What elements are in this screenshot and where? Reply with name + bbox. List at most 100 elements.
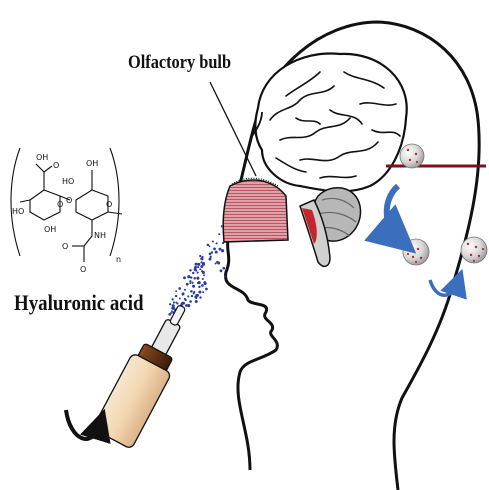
- atom-o-link: O: [66, 196, 72, 205]
- nanoparticle-icon: [400, 144, 424, 168]
- spray-cloud: [168, 225, 226, 316]
- nasal-spray-icon: [92, 296, 201, 449]
- spray-droplet: [189, 269, 191, 271]
- spray-droplet: [191, 295, 193, 297]
- spray-droplet: [215, 263, 217, 265]
- spray-droplet: [182, 292, 185, 295]
- olfactory-bulb-label: Olfactory bulb: [128, 52, 231, 74]
- spray-droplet: [202, 271, 205, 274]
- spray-droplet: [195, 294, 197, 296]
- spray-droplet: [193, 292, 195, 294]
- spray-droplet: [222, 267, 225, 270]
- atom-o-end: O: [80, 265, 86, 274]
- spray-droplet: [202, 278, 204, 280]
- spray-droplet: [183, 276, 186, 279]
- spray-droplet: [191, 282, 193, 284]
- blue-arrow-down-icon: [387, 186, 398, 238]
- spray-droplet: [190, 290, 193, 293]
- atom-oh-top-right: OH: [86, 159, 98, 168]
- spray-droplet: [196, 277, 199, 280]
- spray-droplet: [202, 256, 204, 258]
- spray-droplet: [192, 272, 194, 274]
- spray-droplet: [185, 304, 188, 307]
- spray-droplet: [194, 266, 197, 269]
- spray-droplet: [193, 277, 196, 280]
- spray-droplet: [209, 258, 212, 261]
- spray-droplet: [198, 290, 201, 293]
- atom-o-ring1: O: [57, 200, 63, 209]
- spray-droplet: [197, 266, 199, 268]
- atom-oh-bottom: OH: [44, 225, 56, 234]
- spray-droplet: [192, 285, 195, 288]
- spray-droplet: [195, 300, 198, 303]
- nanoparticle-icon: [403, 239, 429, 265]
- atom-o-ring2: O: [106, 200, 112, 209]
- spray-droplet: [195, 269, 197, 271]
- spray-droplet: [213, 247, 216, 250]
- nanoparticle-icon: [461, 237, 487, 263]
- spray-droplet: [187, 295, 189, 297]
- spray-droplet: [184, 289, 186, 291]
- spray-droplet: [210, 256, 212, 258]
- hyaluronic-acid-label: Hyaluronic acid: [14, 290, 143, 316]
- spray-droplet: [205, 288, 208, 291]
- spray-droplet: [195, 263, 198, 266]
- spray-droplet: [173, 301, 175, 303]
- spray-droplet: [178, 287, 181, 290]
- atom-nh: NH: [94, 231, 106, 240]
- spray-droplet: [199, 255, 201, 257]
- olfactory-pointer-line: [210, 82, 256, 176]
- spray-droplet: [169, 303, 171, 305]
- spray-droplet: [186, 283, 189, 286]
- spray-droplet: [189, 300, 192, 303]
- spray-droplet: [199, 268, 201, 270]
- spray-droplet: [207, 244, 210, 247]
- atom-ho-left: HO: [12, 207, 24, 216]
- spray-droplet: [201, 284, 204, 287]
- spray-droplet: [198, 286, 200, 288]
- spray-droplet: [203, 274, 205, 276]
- brain-icon: [252, 54, 407, 192]
- spray-droplet: [175, 290, 177, 292]
- spray-droplet: [171, 307, 174, 310]
- spray-droplet: [217, 261, 220, 264]
- spray-droplet: [172, 298, 174, 300]
- spray-droplet: [203, 281, 206, 284]
- spray-droplet: [221, 225, 223, 227]
- spray-droplet: [172, 304, 175, 307]
- spray-droplet: [220, 269, 223, 272]
- spray-droplet: [189, 282, 191, 284]
- atom-o-amide: O: [62, 242, 68, 251]
- spray-droplet: [216, 242, 218, 244]
- spray-droplet: [198, 281, 201, 284]
- spray-droplet: [194, 295, 197, 298]
- spray-droplet: [221, 249, 224, 252]
- spray-droplet: [197, 263, 200, 266]
- spray-droplet: [189, 280, 191, 282]
- spray-droplet: [170, 312, 172, 314]
- spray-droplet: [203, 262, 205, 264]
- spray-droplet: [215, 251, 218, 254]
- spray-droplet: [179, 297, 181, 299]
- spray-droplet: [224, 275, 226, 277]
- spray-droplet: [202, 291, 204, 293]
- spray-droplet: [184, 298, 186, 300]
- atom-ho-mid: HO: [62, 177, 74, 186]
- cerebellum-icon: [300, 188, 361, 267]
- spray-droplet: [218, 233, 220, 235]
- spray-droplet: [171, 310, 173, 312]
- atom-oh-top-left: OH: [36, 153, 48, 162]
- spray-droplet: [175, 295, 177, 297]
- spray-droplet: [176, 303, 178, 305]
- spray-droplet: [182, 302, 185, 305]
- atom-o-acid: O: [53, 161, 59, 170]
- spray-droplet: [187, 275, 190, 278]
- spray-droplet: [190, 276, 192, 278]
- spray-droplet: [209, 252, 212, 255]
- spray-droplet: [219, 248, 222, 251]
- olfactory-bulb-region: [223, 178, 288, 242]
- atom-n-sub: n: [116, 255, 121, 264]
- spray-droplet: [197, 272, 199, 274]
- spray-droplet: [212, 240, 214, 242]
